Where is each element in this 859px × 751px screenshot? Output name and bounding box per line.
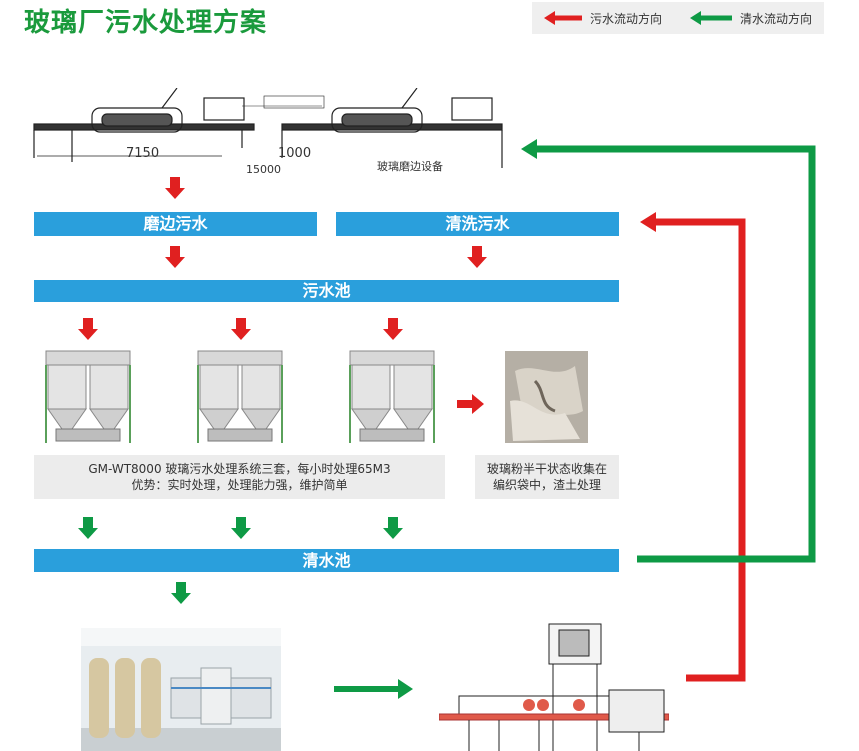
right-arrow-red (457, 394, 484, 414)
system-info-line2: 优势：实时处理，处理能力强，维护简单 (131, 478, 348, 492)
clean-return-pipe (535, 145, 816, 563)
edging-sewage-bar: 磨边污水 (34, 212, 317, 236)
clean-pool-bar: 清水池 (34, 549, 619, 572)
down-arrow-red (165, 246, 185, 268)
sewage-pool-bar: 污水池 (34, 280, 619, 302)
legend-sewage-label: 污水流动方向 (590, 12, 663, 26)
legend: 污水流动方向 清水流动方向 (532, 2, 824, 34)
treatment-unit-icon (349, 350, 435, 443)
down-arrow-red (467, 246, 487, 268)
down-arrow-green (383, 517, 403, 539)
powder-bag-icon (505, 351, 588, 443)
down-arrow-green (171, 582, 191, 604)
water-purification-room-picture (81, 628, 281, 751)
page-title: 玻璃厂污水处理方案 (24, 8, 268, 38)
dimension-left: 7150 (126, 146, 160, 161)
washing-machine-drawing (439, 620, 669, 751)
powder-info-line2: 编织袋中，渣土处理 (492, 478, 601, 492)
dimension-bottom: 15000 (246, 163, 281, 174)
treatment-unit-icon (45, 350, 131, 443)
washing-machine-icon (439, 623, 669, 751)
clean-return-arrowhead (521, 139, 537, 159)
sewage-return-arrowhead (640, 212, 656, 232)
down-arrow-red (231, 318, 251, 340)
powder-info-line1: 玻璃粉半干状态收集在 (486, 462, 607, 476)
system-info-box: GM-WT8000 玻璃污水处理系统三套，每小时处理65M3 优势：实时处理，处… (34, 455, 445, 499)
right-arrow-green (334, 679, 413, 699)
treatment-unit-picture (196, 349, 284, 445)
down-arrow-red (165, 177, 185, 199)
sewage-return-pipe (652, 218, 746, 682)
glass-edging-equipment-drawing: 7150 1000 15000 玻璃磨边设备 (32, 88, 504, 174)
down-arrow-green (78, 517, 98, 539)
treatment-unit-picture (348, 349, 436, 445)
powder-info-box: 玻璃粉半干状态收集在 编织袋中，渣土处理 (475, 455, 619, 499)
edging-machine-icon (33, 88, 503, 168)
down-arrow-green (231, 517, 251, 539)
clean-arrow-icon (690, 11, 732, 25)
down-arrow-red (78, 318, 98, 340)
legend-clean-label: 清水流动方向 (740, 12, 813, 26)
purification-equipment-icon (81, 628, 281, 751)
dimension-right: 1000 (278, 146, 312, 161)
down-arrow-red (383, 318, 403, 340)
washing-sewage-bar: 清洗污水 (336, 212, 619, 236)
sewage-arrow-icon (544, 11, 582, 25)
equipment-caption: 玻璃磨边设备 (377, 160, 443, 173)
treatment-unit-icon (197, 350, 283, 443)
system-info-line1: GM-WT8000 玻璃污水处理系统三套，每小时处理65M3 (88, 462, 391, 476)
glass-powder-bag-picture (505, 351, 588, 443)
treatment-unit-picture (44, 349, 132, 445)
